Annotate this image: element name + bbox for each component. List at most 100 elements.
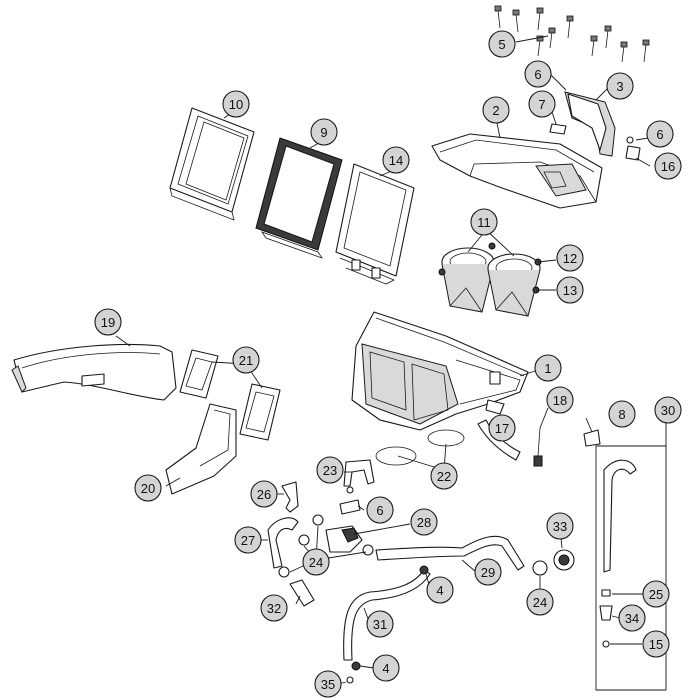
callout-15: 15 bbox=[642, 630, 670, 658]
sensor-part-18 bbox=[533, 427, 543, 467]
callout-18: 18 bbox=[546, 386, 574, 414]
callout-number: 25 bbox=[649, 587, 663, 602]
callout-9: 9 bbox=[310, 118, 338, 146]
filter-part-14 bbox=[335, 163, 415, 285]
callout-14: 14 bbox=[382, 146, 410, 174]
callout-circle bbox=[372, 654, 400, 682]
callout-number: 6 bbox=[656, 127, 663, 142]
callout-34: 34 bbox=[618, 604, 646, 632]
air-duct-part-19 bbox=[11, 343, 177, 401]
callout-number: 11 bbox=[477, 215, 491, 230]
callout-circle bbox=[250, 480, 278, 508]
callout-11: 11 bbox=[470, 208, 498, 236]
callout-24: 24 bbox=[302, 548, 330, 576]
callout-25: 25 bbox=[642, 580, 670, 608]
callout-16: 16 bbox=[654, 152, 682, 180]
seals-part-21 bbox=[179, 349, 281, 441]
callout-33: 33 bbox=[546, 512, 574, 540]
clip-part-23 bbox=[343, 459, 375, 487]
callout-21: 21 bbox=[232, 346, 260, 374]
callout-3: 3 bbox=[606, 72, 634, 100]
callout-number: 13 bbox=[563, 283, 577, 298]
callout-number: 32 bbox=[267, 601, 281, 616]
bracket-part-32 bbox=[289, 579, 315, 607]
callout-number: 16 bbox=[661, 159, 675, 174]
callout-circle bbox=[556, 276, 584, 304]
callout-number: 6 bbox=[534, 67, 541, 82]
filter-part-10 bbox=[169, 107, 255, 221]
clip-part-7 bbox=[549, 123, 567, 135]
callout-circle bbox=[654, 396, 682, 424]
callout-6: 6 bbox=[366, 496, 394, 524]
callout-circle bbox=[526, 588, 554, 616]
hose-part-27 bbox=[267, 517, 299, 569]
callout-number: 4 bbox=[382, 661, 389, 676]
leader-lines bbox=[115, 35, 667, 685]
callout-number: 24 bbox=[309, 555, 323, 570]
callout-circle bbox=[134, 474, 162, 502]
callout-number: 35 bbox=[321, 677, 335, 692]
hose-part-26 bbox=[281, 481, 299, 513]
callout-circle bbox=[316, 456, 344, 484]
callout-circle bbox=[366, 496, 394, 524]
callout-8: 8 bbox=[608, 400, 636, 428]
screw-set bbox=[494, 5, 650, 63]
fittings-part-24 bbox=[278, 514, 548, 578]
callout-circle bbox=[366, 610, 394, 638]
callout-circle bbox=[606, 72, 634, 100]
callout-number: 2 bbox=[492, 103, 499, 118]
callout-circle bbox=[488, 30, 516, 58]
callout-number: 5 bbox=[498, 37, 505, 52]
callout-circle bbox=[654, 152, 682, 180]
callout-circle bbox=[410, 508, 438, 536]
callout-number: 9 bbox=[320, 125, 327, 140]
callout-4: 4 bbox=[372, 654, 400, 682]
bracket-part-3 bbox=[564, 91, 641, 161]
kit-part-30 bbox=[595, 445, 667, 691]
callout-circle bbox=[524, 60, 552, 88]
callout-24: 24 bbox=[526, 588, 554, 616]
callout-circle bbox=[232, 346, 260, 374]
fitting-part-33 bbox=[553, 549, 575, 571]
callout-13: 13 bbox=[556, 276, 584, 304]
valve-part-28 bbox=[325, 525, 363, 553]
hose-part-31 bbox=[343, 569, 431, 661]
callout-number: 23 bbox=[323, 463, 337, 478]
callout-26: 26 bbox=[250, 480, 278, 508]
callout-number: 17 bbox=[495, 421, 509, 436]
callout-7: 7 bbox=[528, 90, 556, 118]
clip-part-8 bbox=[583, 429, 601, 447]
callout-number: 19 bbox=[101, 315, 115, 330]
callout-number: 7 bbox=[538, 97, 545, 112]
callout-5: 5 bbox=[488, 30, 516, 58]
callout-labels: 1234456667891011121314151617181920212223… bbox=[94, 30, 682, 698]
callout-circle bbox=[482, 96, 510, 124]
callout-31: 31 bbox=[366, 610, 394, 638]
callout-number: 12 bbox=[563, 251, 577, 266]
callout-number: 1 bbox=[544, 361, 551, 376]
hose-part-29 bbox=[375, 535, 525, 571]
airbox-cover-part-2 bbox=[431, 133, 603, 209]
callout-4: 4 bbox=[426, 576, 454, 604]
callout-circle bbox=[488, 414, 516, 442]
callout-27: 27 bbox=[234, 526, 262, 554]
callout-circle bbox=[642, 580, 670, 608]
callout-32: 32 bbox=[260, 594, 288, 622]
callout-number: 21 bbox=[239, 353, 253, 368]
callout-number: 14 bbox=[389, 153, 403, 168]
callout-circle bbox=[618, 604, 646, 632]
callout-number: 10 bbox=[229, 97, 243, 112]
callout-number: 26 bbox=[257, 487, 271, 502]
intake-funnels-parts-11-13 bbox=[438, 242, 542, 317]
callout-10: 10 bbox=[222, 90, 250, 118]
callout-number: 33 bbox=[553, 519, 567, 534]
callout-28: 28 bbox=[410, 508, 438, 536]
callout-circle bbox=[528, 90, 556, 118]
callout-circle bbox=[314, 670, 342, 698]
callout-circle bbox=[470, 208, 498, 236]
callout-number: 20 bbox=[141, 481, 155, 496]
callout-number: 34 bbox=[625, 611, 639, 626]
callout-circle bbox=[302, 548, 330, 576]
callout-23: 23 bbox=[316, 456, 344, 484]
callout-circle bbox=[646, 120, 674, 148]
